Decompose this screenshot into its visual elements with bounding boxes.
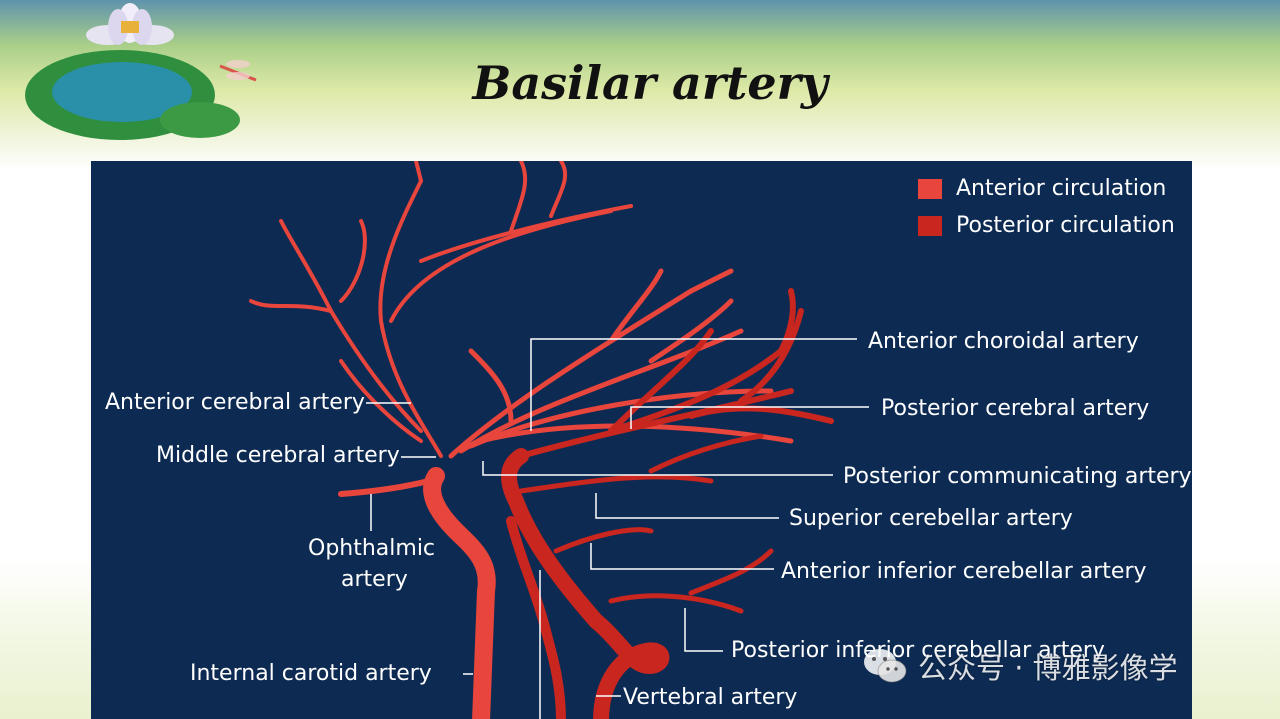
watermark: 公众号 · 博雅影像学 [862, 646, 1178, 686]
label-posterior-inferior-cerebellar: Posterior inferior cerebellar artery [731, 638, 1105, 663]
label-ophthalmic-line2: artery [341, 567, 408, 592]
label-vertebral: Vertebral artery [623, 685, 798, 710]
wechat-icon [864, 649, 907, 683]
internal-carotid-vessel [423, 467, 496, 719]
label-superior-cerebellar: Superior cerebellar artery [789, 506, 1073, 531]
legend-label-anterior: Anterior circulation [956, 176, 1167, 201]
label-anterior-choroidal: Anterior choroidal artery [868, 329, 1139, 354]
label-middle-cerebral: Middle cerebral artery [156, 443, 400, 468]
label-anterior-cerebral: Anterior cerebral artery [105, 390, 365, 415]
label-ophthalmic-line1: Ophthalmic [308, 536, 436, 561]
slide-title: Basilar artery [472, 56, 828, 110]
label-posterior-cerebral: Posterior cerebral artery [881, 396, 1150, 421]
lotus-decoration-icon [25, 3, 257, 140]
watermark-text: 公众号 · 博雅影像学 [918, 651, 1178, 685]
legend-swatch-posterior [918, 216, 942, 236]
label-internal-carotid: Internal carotid artery [190, 661, 432, 686]
ophthalmic-vessel [338, 476, 439, 497]
label-anterior-inferior-cerebellar: Anterior inferior cerebellar artery [781, 559, 1147, 584]
label-posterior-communicating: Posterior communicating artery [843, 464, 1192, 489]
legend-swatch-anterior [918, 179, 942, 199]
vertebral-vessel [501, 448, 670, 719]
artery-illustration [249, 161, 869, 719]
legend-label-posterior: Posterior circulation [956, 213, 1175, 238]
artery-diagram: Anterior circulation Posterior circulati… [91, 161, 1192, 719]
